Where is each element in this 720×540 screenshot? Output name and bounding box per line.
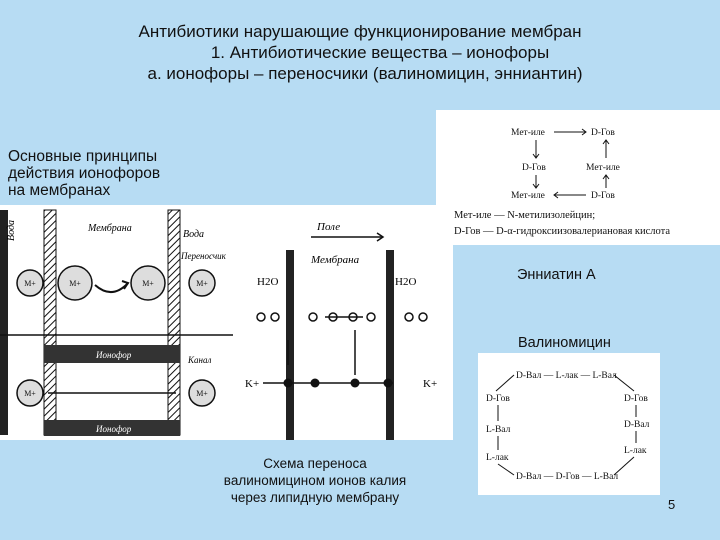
valinomycin-top-chain: D-Вал — L-лак — L-Вал	[516, 371, 617, 381]
k-right-label: K+	[423, 378, 437, 390]
transport-caption: Схема переноса валиномицином ионов калия…	[200, 455, 430, 506]
valinomycin-bottom-chain: D-Вал — D-Гов — L-Вал	[516, 472, 618, 482]
ion-label: М+	[142, 279, 154, 288]
water-right-label: Вода	[183, 229, 204, 240]
enniatin-cell-2: D-Гов	[591, 128, 615, 138]
valinomycin-structure-figure: D-Вал — L-лак — L-Вал D-Вал — D-Гов — L-…	[478, 353, 660, 495]
enniatin-legend-1: Мет-иле — N-метилизолейцин;	[454, 210, 595, 221]
h2o-right-label: H2O	[395, 276, 416, 288]
ion-label: М+	[24, 279, 36, 288]
field-label: Поле	[316, 221, 340, 233]
membrane-label: Мембрана	[87, 223, 132, 234]
enniatin-cell-1: Мет-иле	[511, 128, 545, 138]
valinomycin-right-2: D-Вал	[624, 420, 650, 430]
caption-line-1: Схема переноса	[263, 456, 367, 471]
page-number: 5	[668, 497, 676, 512]
enniatin-structure-figure: Мет-иле D-Гов D-Гов Мет-иле Мет-иле D-Го…	[436, 110, 720, 245]
h2o-left-label: H2O	[257, 276, 278, 288]
k-left-label: K+	[245, 378, 259, 390]
enniatin-cell-6: D-Гов	[591, 191, 615, 201]
caption-line-2: валиномицином ионов калия	[223, 473, 407, 488]
valinomycin-right-1: D-Гов	[624, 394, 648, 404]
ionophore-schematic: Вода Мембрана Вода Переносчик Канал М+ М…	[0, 205, 233, 440]
water-left-label: Вода	[6, 220, 17, 241]
enniatin-label: Энниатин А	[517, 267, 596, 283]
channel-label: Канал	[187, 355, 211, 365]
principles-heading: Основные принципы действия ионофоров на …	[8, 148, 160, 199]
membrane-label: Мембрана	[310, 254, 360, 266]
ion-label: М+	[196, 389, 208, 398]
enniatin-legend-2: D-Гов — D-α-гидроксиизовалериановая кисл…	[454, 226, 670, 237]
title-line-2: 1. Антибиотические вещества – ионофоры	[210, 43, 550, 62]
ionophore-label: Ионофор	[95, 350, 132, 360]
valinomycin-right-3: L-лак	[624, 446, 647, 456]
valinomycin-transport-figure: Поле Мембрана H2O H2O K+ K+	[233, 205, 453, 440]
valinomycin-left-1: D-Гов	[486, 394, 510, 404]
ion-label: М+	[24, 389, 36, 398]
ionophore-label: Ионофор	[95, 424, 132, 434]
ion-label: М+	[69, 279, 81, 288]
valinomycin-label: Валиномицин	[518, 335, 611, 351]
valinomycin-left-2: L-Вал	[486, 425, 511, 435]
enniatin-cell-4: Мет-иле	[586, 163, 620, 173]
principles-line-2: действия ионофоров	[8, 165, 161, 182]
principles-line-3: на мембранах	[8, 182, 111, 199]
caption-line-3: через липидную мембрану	[230, 490, 400, 505]
carrier-label: Переносчик	[180, 251, 227, 261]
enniatin-cell-5: Мет-иле	[511, 191, 545, 201]
principles-line-1: Основные принципы	[8, 148, 158, 165]
valinomycin-left-3: L-лак	[486, 453, 509, 463]
title-line-3: а. ионофоры – переносчики (валиномицин, …	[147, 64, 583, 83]
ion-label: М+	[196, 279, 208, 288]
title-line-1: Антибиотики нарушающие функционирование …	[138, 22, 582, 41]
enniatin-cell-3: D-Гов	[522, 163, 546, 173]
